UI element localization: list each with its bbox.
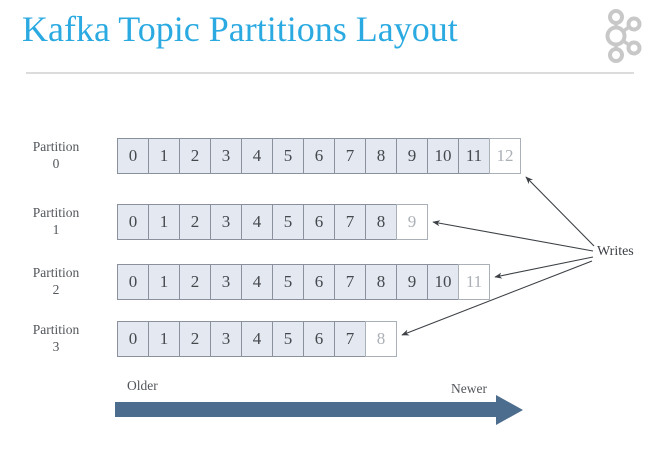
next-offset-cell: 12 — [489, 138, 521, 174]
offset-cell: 4 — [241, 321, 273, 357]
offset-cell: 5 — [272, 204, 304, 240]
offset-cell: 0 — [117, 204, 149, 240]
offset-cell: 6 — [303, 204, 335, 240]
offset-cell: 5 — [272, 264, 304, 300]
offset-cell: 3 — [210, 321, 242, 357]
offset-cell: 9 — [396, 138, 428, 174]
next-offset-cell: 8 — [365, 321, 397, 357]
offset-cell: 6 — [303, 264, 335, 300]
offset-cell: 3 — [210, 138, 242, 174]
offset-cell: 1 — [148, 321, 180, 357]
offset-cell: 9 — [396, 264, 428, 300]
offset-cell: 2 — [179, 204, 211, 240]
offset-cell: 4 — [241, 138, 273, 174]
offset-cell: 11 — [458, 138, 490, 174]
offset-cell: 7 — [334, 321, 366, 357]
timeline-arrow — [115, 395, 523, 425]
offset-cell: 8 — [365, 138, 397, 174]
offset-cell: 8 — [365, 264, 397, 300]
title-divider — [26, 72, 634, 74]
newer-label: Newer — [451, 381, 487, 396]
offset-cell: 0 — [117, 264, 149, 300]
offset-cell: 2 — [179, 321, 211, 357]
offset-cell: 1 — [148, 138, 180, 174]
writes-label: Writes — [597, 244, 634, 259]
offset-cell: 2 — [179, 264, 211, 300]
slide-title: Kafka Topic Partitions Layout — [22, 9, 458, 49]
offset-cell: 10 — [427, 264, 459, 300]
offset-cell: 5 — [272, 321, 304, 357]
offset-cell: 2 — [179, 138, 211, 174]
offset-cell: 0 — [117, 321, 149, 357]
offset-cell: 4 — [241, 264, 273, 300]
offset-cell: 10 — [427, 138, 459, 174]
offset-cell: 7 — [334, 138, 366, 174]
offset-cell: 8 — [365, 204, 397, 240]
offset-cell: 4 — [241, 204, 273, 240]
offset-cell: 1 — [148, 264, 180, 300]
next-offset-cell: 11 — [458, 264, 490, 300]
kafka-logo-icon — [605, 9, 642, 63]
older-label: Older — [127, 378, 158, 393]
offset-cell: 1 — [148, 204, 180, 240]
next-offset-cell: 9 — [396, 204, 428, 240]
offset-cell: 6 — [303, 321, 335, 357]
offset-cell: 3 — [210, 204, 242, 240]
offset-cell: 7 — [334, 264, 366, 300]
offset-cell: 5 — [272, 138, 304, 174]
offset-cell: 3 — [210, 264, 242, 300]
offset-cell: 6 — [303, 138, 335, 174]
offset-cell: 7 — [334, 204, 366, 240]
offset-cell: 0 — [117, 138, 149, 174]
